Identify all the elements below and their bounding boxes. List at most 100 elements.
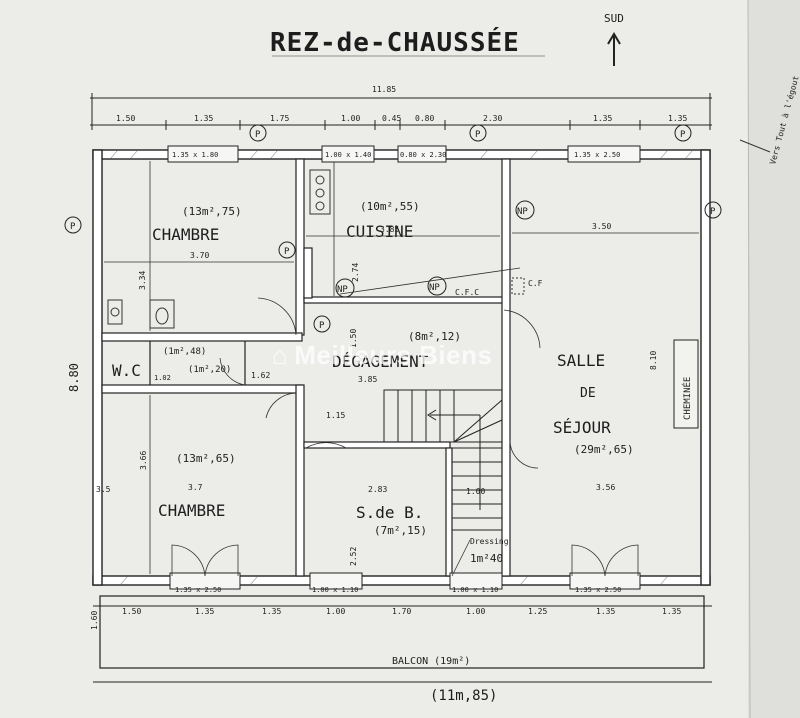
sdb-height: 2.52 bbox=[349, 547, 358, 566]
wc-dim2: 1.62 bbox=[251, 371, 270, 380]
paper-edge-right bbox=[748, 0, 800, 718]
wall-hatching bbox=[109, 149, 694, 586]
sdb-width: 2.83 bbox=[368, 485, 387, 494]
top-dim-7: 2.30 bbox=[483, 114, 502, 123]
top-dim-3: 1.75 bbox=[270, 114, 289, 123]
p-marker-6: P bbox=[319, 321, 325, 331]
salle-width2: 3.56 bbox=[596, 483, 615, 492]
chambre1-area: (13m²,75) bbox=[182, 205, 242, 218]
salle-door-swing bbox=[509, 439, 539, 469]
top-dim-1: 1.50 bbox=[116, 114, 135, 123]
chambre1-width: 3.70 bbox=[190, 251, 209, 260]
bottom-dim-6: 1.00 bbox=[466, 607, 485, 616]
bottom-dim-5: 1.70 bbox=[392, 607, 411, 616]
chambre2-width: 3.7 bbox=[188, 483, 203, 492]
chambre2-window-swing bbox=[171, 544, 239, 577]
orientation-arrow-icon bbox=[607, 32, 621, 66]
bottom-dim-9: 1.35 bbox=[662, 607, 681, 616]
sdb-area: (7m²,15) bbox=[374, 524, 427, 537]
p-marker-2: P bbox=[475, 130, 481, 140]
bottom-window-1: 1.35 x 2.50 bbox=[175, 586, 221, 594]
salle-label-line3: SÉJOUR bbox=[553, 418, 611, 437]
balcony-label: BALCON (19m²) bbox=[392, 656, 470, 667]
cuisine-width: 3.85 bbox=[380, 225, 399, 234]
bottom-dim-1: 1.50 bbox=[122, 607, 141, 616]
cheminee-label: CHEMINÉE bbox=[681, 377, 693, 420]
np-marker-3: NP bbox=[429, 283, 440, 293]
salle-window-swing bbox=[571, 544, 639, 577]
dressing-label: Dressing bbox=[470, 537, 509, 546]
top-dim-5: 0.45 bbox=[382, 114, 401, 123]
top-window-4: 1.35 x 2.50 bbox=[574, 151, 620, 159]
degagement-width2: 1.15 bbox=[326, 411, 345, 420]
degagement-width: 3.85 bbox=[358, 375, 377, 384]
sewer-arrow bbox=[739, 139, 771, 153]
left-note: 8.80 bbox=[67, 363, 81, 392]
orientation-label: SUD bbox=[604, 12, 624, 25]
np-marker-1: NP bbox=[517, 207, 528, 217]
top-dim-6: 0.80 bbox=[415, 114, 434, 123]
balcony bbox=[99, 595, 705, 669]
sdb-door-swing bbox=[305, 442, 347, 449]
bottom-dim-7: 1.25 bbox=[528, 607, 547, 616]
interior-walls bbox=[101, 158, 511, 577]
top-total-dim: 11.85 bbox=[372, 85, 396, 94]
chambre2-side: 3.5 bbox=[96, 485, 111, 494]
bottom-dim-8: 1.35 bbox=[596, 607, 615, 616]
bottom-window-2: 1.00 x 1.10 bbox=[312, 586, 358, 594]
p-markers bbox=[64, 124, 722, 333]
salle-label-line2: DE bbox=[580, 386, 596, 401]
degagement-door-swing bbox=[503, 309, 541, 349]
chambre1-door-swing bbox=[257, 297, 297, 336]
chambre1-label: CHAMBRE bbox=[152, 225, 219, 244]
top-dim-2: 1.35 bbox=[194, 114, 213, 123]
top-dim-8: 1.35 bbox=[593, 114, 612, 123]
windows-top bbox=[167, 145, 641, 163]
cfc-label: C.F.C bbox=[455, 288, 479, 297]
bottom-dim-2: 1.35 bbox=[195, 607, 214, 616]
degagement-area: (8m²,12) bbox=[408, 330, 461, 343]
plan-title: REZ-de-CHAUSSÉE bbox=[270, 26, 520, 58]
chambre2-label: CHAMBRE bbox=[158, 501, 225, 520]
salle-width: 3.50 bbox=[592, 222, 611, 231]
p-marker-7: P bbox=[710, 207, 716, 217]
sink-icon bbox=[107, 299, 175, 329]
watermark: ⌂Meilleurs Biens bbox=[272, 340, 492, 371]
chambre2-area: (13m²,65) bbox=[176, 452, 236, 465]
top-dim-9: 1.35 bbox=[668, 114, 687, 123]
cuisine-area: (10m²,55) bbox=[360, 200, 420, 213]
p-marker-4: P bbox=[70, 222, 76, 232]
p-marker-5: P bbox=[284, 247, 290, 257]
wc-area: (1m²,48) bbox=[163, 347, 206, 357]
chambre2-door-swing bbox=[265, 392, 297, 419]
balcony-depth: 1.60 bbox=[90, 611, 99, 630]
balcony-total: (11m,85) bbox=[430, 688, 497, 704]
watermark-text: Meilleurs Biens bbox=[294, 340, 493, 370]
chambre1-height: 3.34 bbox=[138, 271, 147, 290]
bottom-window-4: 1.35 x 2.50 bbox=[575, 586, 621, 594]
stair-direction-arrow bbox=[427, 409, 481, 510]
cooktop-icon bbox=[309, 169, 331, 215]
cheminee bbox=[673, 339, 699, 429]
bottom-window-3: 1.00 x 1.10 bbox=[452, 586, 498, 594]
np-marker-2: NP bbox=[337, 285, 348, 295]
degagement-height: 1.50 bbox=[349, 329, 358, 348]
sdb-label: S.de B. bbox=[356, 503, 423, 522]
staircase bbox=[383, 389, 503, 531]
bottom-dim-3: 1.35 bbox=[262, 607, 281, 616]
dressing-width: 1.00 bbox=[466, 487, 485, 496]
cf-label: C.F bbox=[528, 279, 543, 288]
degagement-label: DÉGAGEMENT bbox=[332, 352, 429, 371]
house-icon: ⌂ bbox=[272, 340, 289, 370]
top-dim-4: 1.00 bbox=[341, 114, 360, 123]
cuisine-diagonal bbox=[339, 267, 521, 295]
cf-box bbox=[511, 277, 525, 295]
wc-dim: 1.02 bbox=[154, 374, 171, 382]
wc-label: W.C bbox=[112, 361, 141, 380]
top-window-1: 1.35 x 1.80 bbox=[172, 151, 218, 159]
top-window-3: 0.80 x 2.30 bbox=[400, 151, 446, 159]
wc-area2: (1m²,20) bbox=[188, 365, 231, 375]
top-window-2: 1.00 x 1.40 bbox=[325, 151, 371, 159]
